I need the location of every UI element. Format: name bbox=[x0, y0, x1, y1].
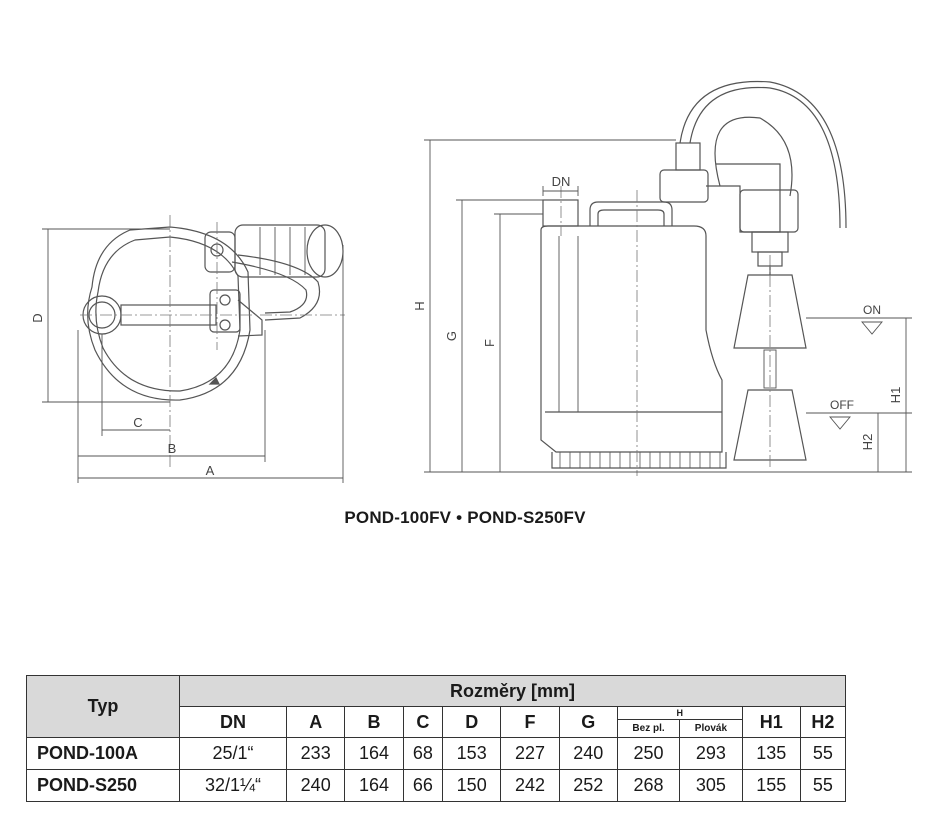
cell-a: 233 bbox=[286, 737, 346, 770]
dim-label-f: F bbox=[482, 339, 497, 347]
side-view bbox=[540, 80, 847, 476]
col-header-h1: H1 bbox=[741, 706, 801, 738]
dim-label-d: D bbox=[30, 313, 45, 322]
cell-h-plovak: 293 bbox=[679, 737, 743, 770]
dim-label-h: H bbox=[412, 301, 427, 310]
cell-dn: 25/1“ bbox=[178, 737, 288, 770]
top-view-dimensions bbox=[42, 228, 344, 483]
col-header-b: B bbox=[344, 706, 404, 738]
cell-f: 227 bbox=[500, 737, 560, 770]
drawing-caption: POND-100FV • POND-S250FV bbox=[344, 508, 586, 527]
typ-header: Typ bbox=[26, 675, 180, 738]
side-view-dimensions bbox=[424, 139, 912, 473]
cell-typ: POND-S250 bbox=[26, 769, 180, 802]
dim-label-g: G bbox=[444, 331, 459, 341]
col-header-g: G bbox=[558, 706, 618, 738]
dim-label-dn: DN bbox=[552, 174, 571, 189]
cell-f: 242 bbox=[500, 769, 560, 802]
cell-h2: 55 bbox=[799, 737, 847, 770]
cell-b: 164 bbox=[344, 769, 404, 802]
cell-h1: 155 bbox=[741, 769, 801, 802]
cell-typ: POND-100A bbox=[26, 737, 180, 770]
cell-h2: 55 bbox=[799, 769, 847, 802]
col-header-d: D bbox=[442, 706, 502, 738]
col-header-h: H bbox=[616, 706, 743, 720]
dim-label-h2: H2 bbox=[860, 434, 875, 451]
dimensions-group-header: Rozměry [mm] bbox=[179, 675, 846, 707]
cell-d: 153 bbox=[442, 737, 502, 770]
cell-c: 68 bbox=[402, 737, 444, 770]
level-label-on: ON bbox=[863, 303, 881, 317]
table-row: POND-S250 32/1¼“ 240 164 66 150 242 252 … bbox=[26, 769, 847, 802]
cell-g: 252 bbox=[558, 769, 618, 802]
dim-label-h1: H1 bbox=[888, 387, 903, 404]
col-header-c: C bbox=[402, 706, 444, 738]
cell-b: 164 bbox=[344, 737, 404, 770]
table-row: POND-100A 25/1“ 233 164 68 153 227 240 2… bbox=[26, 737, 847, 770]
cell-dn: 32/1¼“ bbox=[178, 769, 288, 802]
technical-drawing: D C B A bbox=[30, 80, 912, 483]
col-header-dn: DN bbox=[178, 706, 288, 738]
dimensions-table: Typ Rozměry [mm] DN A B C D F G H H1 H2 … bbox=[26, 675, 847, 802]
dim-label-a: A bbox=[206, 463, 215, 478]
dim-label-b: B bbox=[168, 441, 177, 456]
cell-h1: 135 bbox=[741, 737, 801, 770]
col-header-h2: H2 bbox=[799, 706, 847, 738]
cell-h-bez: 268 bbox=[616, 769, 681, 802]
top-view bbox=[80, 215, 345, 470]
col-header-f: F bbox=[500, 706, 560, 738]
cell-h-bez: 250 bbox=[616, 737, 681, 770]
dim-label-c: C bbox=[133, 415, 142, 430]
col-header-h-bez: Bez pl. bbox=[616, 719, 681, 738]
cell-c: 66 bbox=[402, 769, 444, 802]
col-header-a: A bbox=[286, 706, 346, 738]
cell-g: 240 bbox=[558, 737, 618, 770]
col-header-h-plovak: Plovák bbox=[679, 719, 743, 738]
level-label-off: OFF bbox=[830, 398, 854, 412]
cell-a: 240 bbox=[286, 769, 346, 802]
cell-h-plovak: 305 bbox=[679, 769, 743, 802]
cell-d: 150 bbox=[442, 769, 502, 802]
